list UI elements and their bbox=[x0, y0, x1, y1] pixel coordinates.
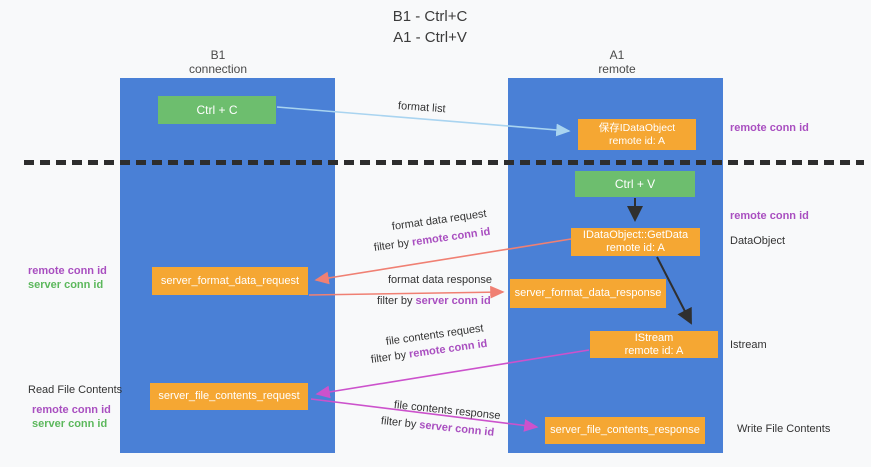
annotation-read-file-contents: Read File Contents bbox=[28, 384, 123, 396]
node-ctrl-c: Ctrl + C bbox=[158, 96, 276, 124]
annotation-remote-conn-id-top: remote conn id bbox=[730, 122, 809, 134]
annotation-left-server-conn-id: server conn id bbox=[28, 279, 104, 291]
filter-by-text: filter by bbox=[380, 415, 420, 431]
node-idataobject-getdata: IDataObject::GetData remote id: A bbox=[571, 228, 700, 256]
node-server-file-contents-request: server_file_contents_request bbox=[150, 383, 308, 410]
node-istream-line1: IStream bbox=[634, 331, 674, 344]
edge-label-format-list: format list bbox=[397, 100, 446, 116]
annotation-dataobject: DataObject bbox=[730, 235, 786, 247]
annotation-left-remote-conn-id: remote conn id bbox=[28, 265, 107, 277]
node-server-file-contents-request-label: server_file_contents_request bbox=[158, 390, 300, 402]
node-server-format-data-response-label: server_format_data_response bbox=[514, 287, 662, 299]
lane-header-b1: B1 connection bbox=[158, 48, 278, 76]
filter-by-text: filter by bbox=[377, 295, 416, 307]
edge-label-filter-format-response: filter by server conn id bbox=[377, 295, 491, 307]
node-idataobject-getdata-line1: IDataObject::GetData bbox=[582, 229, 689, 241]
node-idataobject-getdata-line2: remote id: A bbox=[606, 242, 665, 254]
node-istream: IStream remote id: A bbox=[590, 331, 718, 358]
node-server-format-data-response: server_format_data_response bbox=[510, 279, 666, 308]
filter-key-remote-conn-id: remote conn id bbox=[411, 225, 492, 249]
node-save-dataobject-line1: 保存IDataObject bbox=[598, 121, 676, 134]
annotation-left-bottom-remote-conn-id: remote conn id bbox=[32, 404, 111, 416]
node-server-format-data-request-label: server_format_data_request bbox=[160, 274, 300, 287]
lane-a1-name: A1 bbox=[609, 48, 625, 62]
annotation-istream: Istream bbox=[730, 339, 767, 351]
edge-label-format-data-response: format data response bbox=[388, 274, 492, 286]
filter-key-server-conn-id: server conn id bbox=[415, 295, 491, 307]
lane-b1-name: B1 bbox=[210, 48, 226, 62]
lane-b1-role: connection bbox=[188, 62, 248, 76]
annotation-left-bottom-server-conn-id: server conn id bbox=[32, 418, 108, 430]
title-line-2: A1 - Ctrl+V bbox=[393, 29, 467, 46]
title-line-1: B1 - Ctrl+C bbox=[392, 8, 468, 25]
node-istream-line2: remote id: A bbox=[624, 344, 684, 357]
filter-by-text: filter by bbox=[373, 236, 413, 254]
diagram-title: B1 - Ctrl+C A1 - Ctrl+V bbox=[330, 6, 530, 48]
filter-by-text: filter by bbox=[370, 348, 410, 366]
node-server-file-contents-response-label: server_file_contents_response bbox=[550, 424, 700, 436]
node-ctrl-c-label: Ctrl + C bbox=[196, 102, 238, 117]
annotation-remote-conn-id-mid: remote conn id bbox=[730, 210, 809, 222]
machine-boundary-divider bbox=[24, 160, 864, 165]
node-server-format-data-request: server_format_data_request bbox=[152, 267, 308, 295]
lane-a1-role: remote bbox=[598, 62, 636, 76]
edge-label-filter-format-request: filter by remote conn id bbox=[373, 226, 491, 254]
node-ctrl-v-label: Ctrl + V bbox=[614, 176, 656, 191]
node-save-dataobject-line2: remote id: A bbox=[608, 134, 666, 147]
filter-key-server-conn-id: server conn id bbox=[418, 419, 495, 439]
node-save-dataobject: 保存IDataObject remote id: A bbox=[578, 119, 696, 150]
node-ctrl-v: Ctrl + V bbox=[575, 171, 695, 197]
lane-header-a1: A1 remote bbox=[557, 48, 677, 76]
annotation-write-file-contents: Write File Contents bbox=[737, 423, 831, 435]
node-server-file-contents-response: server_file_contents_response bbox=[545, 417, 705, 444]
